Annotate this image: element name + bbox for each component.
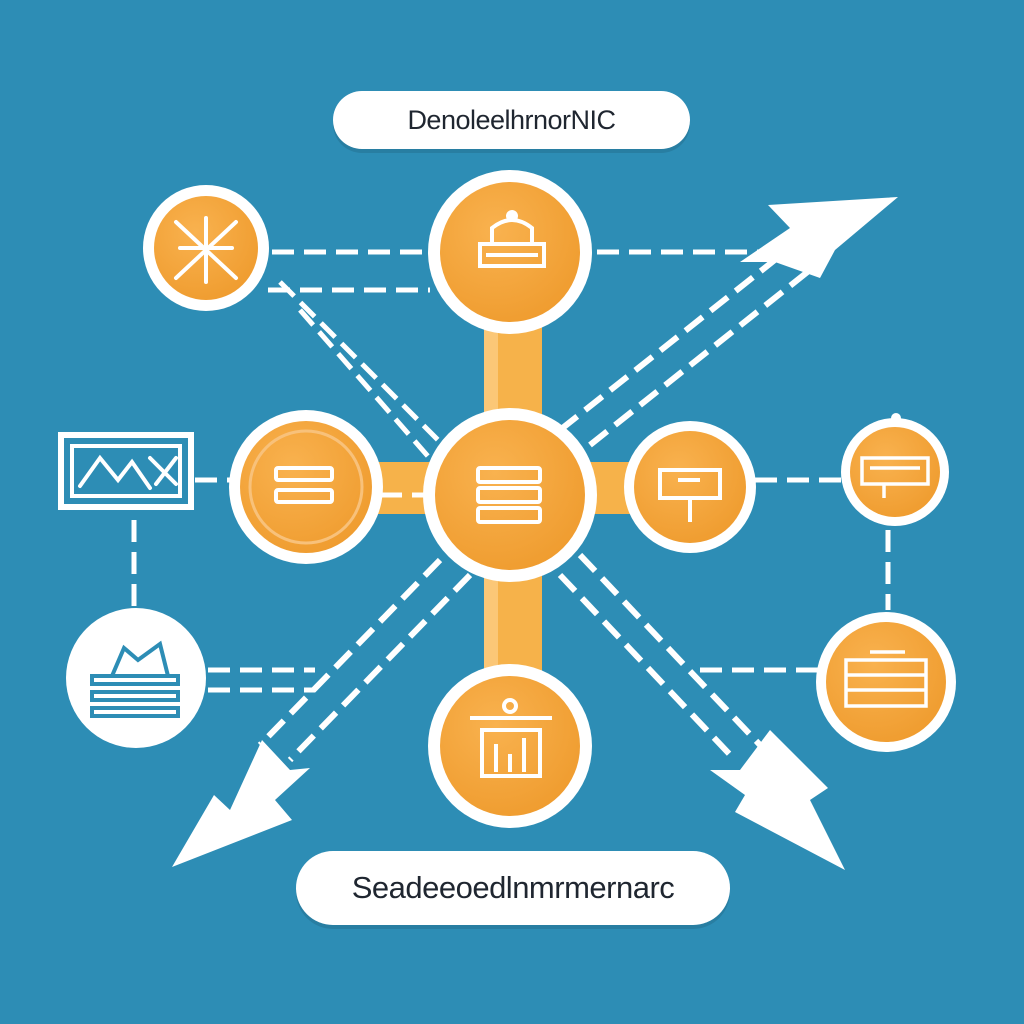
database-grid-icon	[844, 650, 928, 708]
server-rack-icon	[274, 466, 334, 504]
node-top[interactable]	[428, 170, 592, 334]
building-icon	[478, 210, 546, 268]
node-far-left-top[interactable]	[58, 432, 194, 510]
node-far-right-bottom[interactable]	[816, 612, 956, 752]
node-far-left-bottom[interactable]	[66, 608, 206, 748]
bar-chart-icon	[470, 698, 552, 778]
diagram-title: DenoleelhrnorNIC	[333, 91, 690, 149]
node-far-right-top[interactable]	[841, 413, 949, 526]
arrow-head-bottom-right	[710, 730, 845, 870]
arrow-top-right	[558, 197, 898, 448]
node-center[interactable]	[423, 408, 597, 582]
node-right[interactable]	[624, 421, 756, 553]
arrows	[172, 197, 898, 870]
server-rack-icon	[476, 466, 542, 524]
compass-star-icon	[174, 216, 238, 284]
monitor-icon	[658, 468, 722, 522]
node-bottom[interactable]	[428, 664, 592, 828]
arrow-bottom-right	[557, 552, 845, 870]
node-left[interactable]	[229, 410, 383, 564]
connector-dot	[891, 413, 901, 423]
node-top-left[interactable]	[143, 185, 269, 311]
arrow-bottom-left	[172, 557, 473, 867]
arrow-head-top-right	[740, 197, 898, 278]
arrow-head-bottom-left	[172, 740, 310, 867]
stack-layers-icon	[90, 640, 180, 718]
diagram-subtitle: Seadeeoedlnmrmernarc	[296, 851, 730, 925]
image-card-icon	[70, 444, 182, 498]
panel-icon	[860, 456, 930, 498]
